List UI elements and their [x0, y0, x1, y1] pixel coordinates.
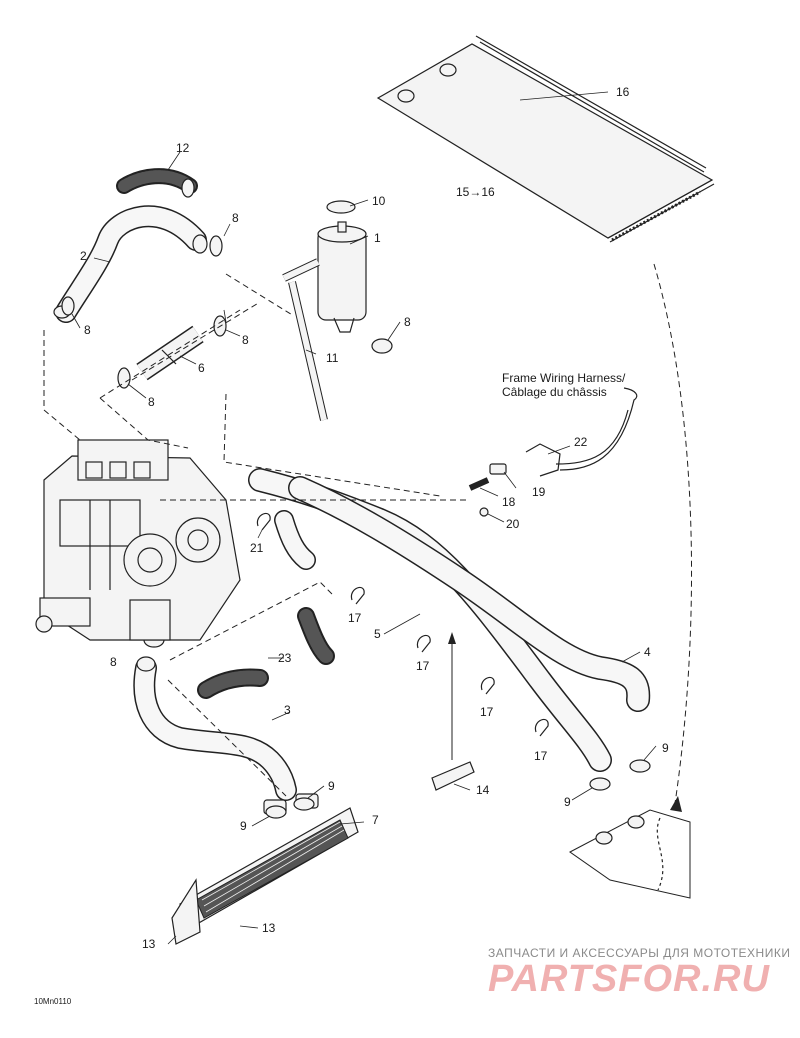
callout-7: 7: [372, 813, 379, 827]
callout-17a: 17: [348, 611, 362, 625]
callout-23: 23: [278, 651, 292, 665]
callout-8b: 8: [242, 333, 249, 347]
callout-9d: 9: [240, 819, 247, 833]
callout-1: 1: [374, 231, 381, 245]
hose-3: [133, 656, 297, 801]
mount-plate: [569, 809, 691, 899]
temperature-sensor: [468, 387, 638, 517]
plate-14: [431, 761, 475, 791]
callout-6: 6: [198, 361, 205, 375]
callout-13a: 13: [262, 921, 276, 935]
callout-3: 3: [284, 703, 291, 717]
callout-17c: 17: [480, 705, 494, 719]
callout-9a: 9: [662, 741, 669, 755]
callout-2: 2: [80, 249, 87, 263]
callout-21: 21: [250, 541, 264, 555]
harness-note-line1: Frame Wiring Harness/: [502, 371, 626, 385]
callout-16: 16: [616, 85, 630, 99]
callout-19: 19: [532, 485, 546, 499]
callout-10: 10: [372, 194, 386, 208]
heat-exchanger: [171, 793, 359, 945]
harness-note-line2: Câblage du châssis: [502, 385, 607, 399]
watermark-logo: PARTSFOR.RU: [488, 958, 770, 1000]
watermark-tagline: ЗАПЧАСТИ И АКСЕССУАРЫ ДЛЯ МОТОТЕХНИКИ: [488, 946, 791, 960]
callout-8d: 8: [148, 395, 155, 409]
callout-14: 14: [476, 783, 490, 797]
callout-12: 12: [176, 141, 190, 155]
callout-8a: 8: [232, 211, 239, 225]
callout-13b: 13: [142, 937, 156, 951]
callout-18: 18: [502, 495, 516, 509]
arrow-up-head: [448, 632, 456, 644]
callout-9b: 9: [564, 795, 571, 809]
washers-9: [265, 759, 651, 819]
leader-lines: [71, 91, 657, 945]
hose-12: [116, 168, 198, 198]
engine-block: [35, 439, 241, 641]
callout-22: 22: [574, 435, 588, 449]
callout-8e: 8: [404, 315, 411, 329]
hose-5-4: [248, 468, 651, 772]
clamps-8: [61, 235, 393, 648]
radiator-panel: [376, 35, 715, 243]
hose-2: [53, 205, 208, 323]
diagram-reference: 10Mn0110: [34, 997, 72, 1006]
flow-arrow: [653, 263, 693, 811]
hose-23: [197, 607, 335, 699]
cable-ties: [256, 512, 549, 737]
coolant-tank: [317, 200, 367, 333]
callouts: 10 1 2 12 8 8 8 8 8 8 6 11 16 15→16 22 1…: [80, 85, 669, 951]
routing-lines: [43, 273, 470, 797]
callout-8f: 8: [110, 655, 117, 669]
callout-17b: 17: [416, 659, 430, 673]
callout-9c: 9: [328, 779, 335, 793]
callout-4: 4: [644, 645, 651, 659]
callout-20: 20: [506, 517, 520, 531]
callout-5: 5: [374, 627, 381, 641]
callout-8c: 8: [84, 323, 91, 337]
flow-arrow-head: [670, 796, 682, 812]
callout-11: 11: [326, 351, 339, 365]
callout-17d: 17: [534, 749, 548, 763]
callout-15-16: 15→16: [456, 185, 495, 199]
tube-6: [136, 325, 204, 381]
